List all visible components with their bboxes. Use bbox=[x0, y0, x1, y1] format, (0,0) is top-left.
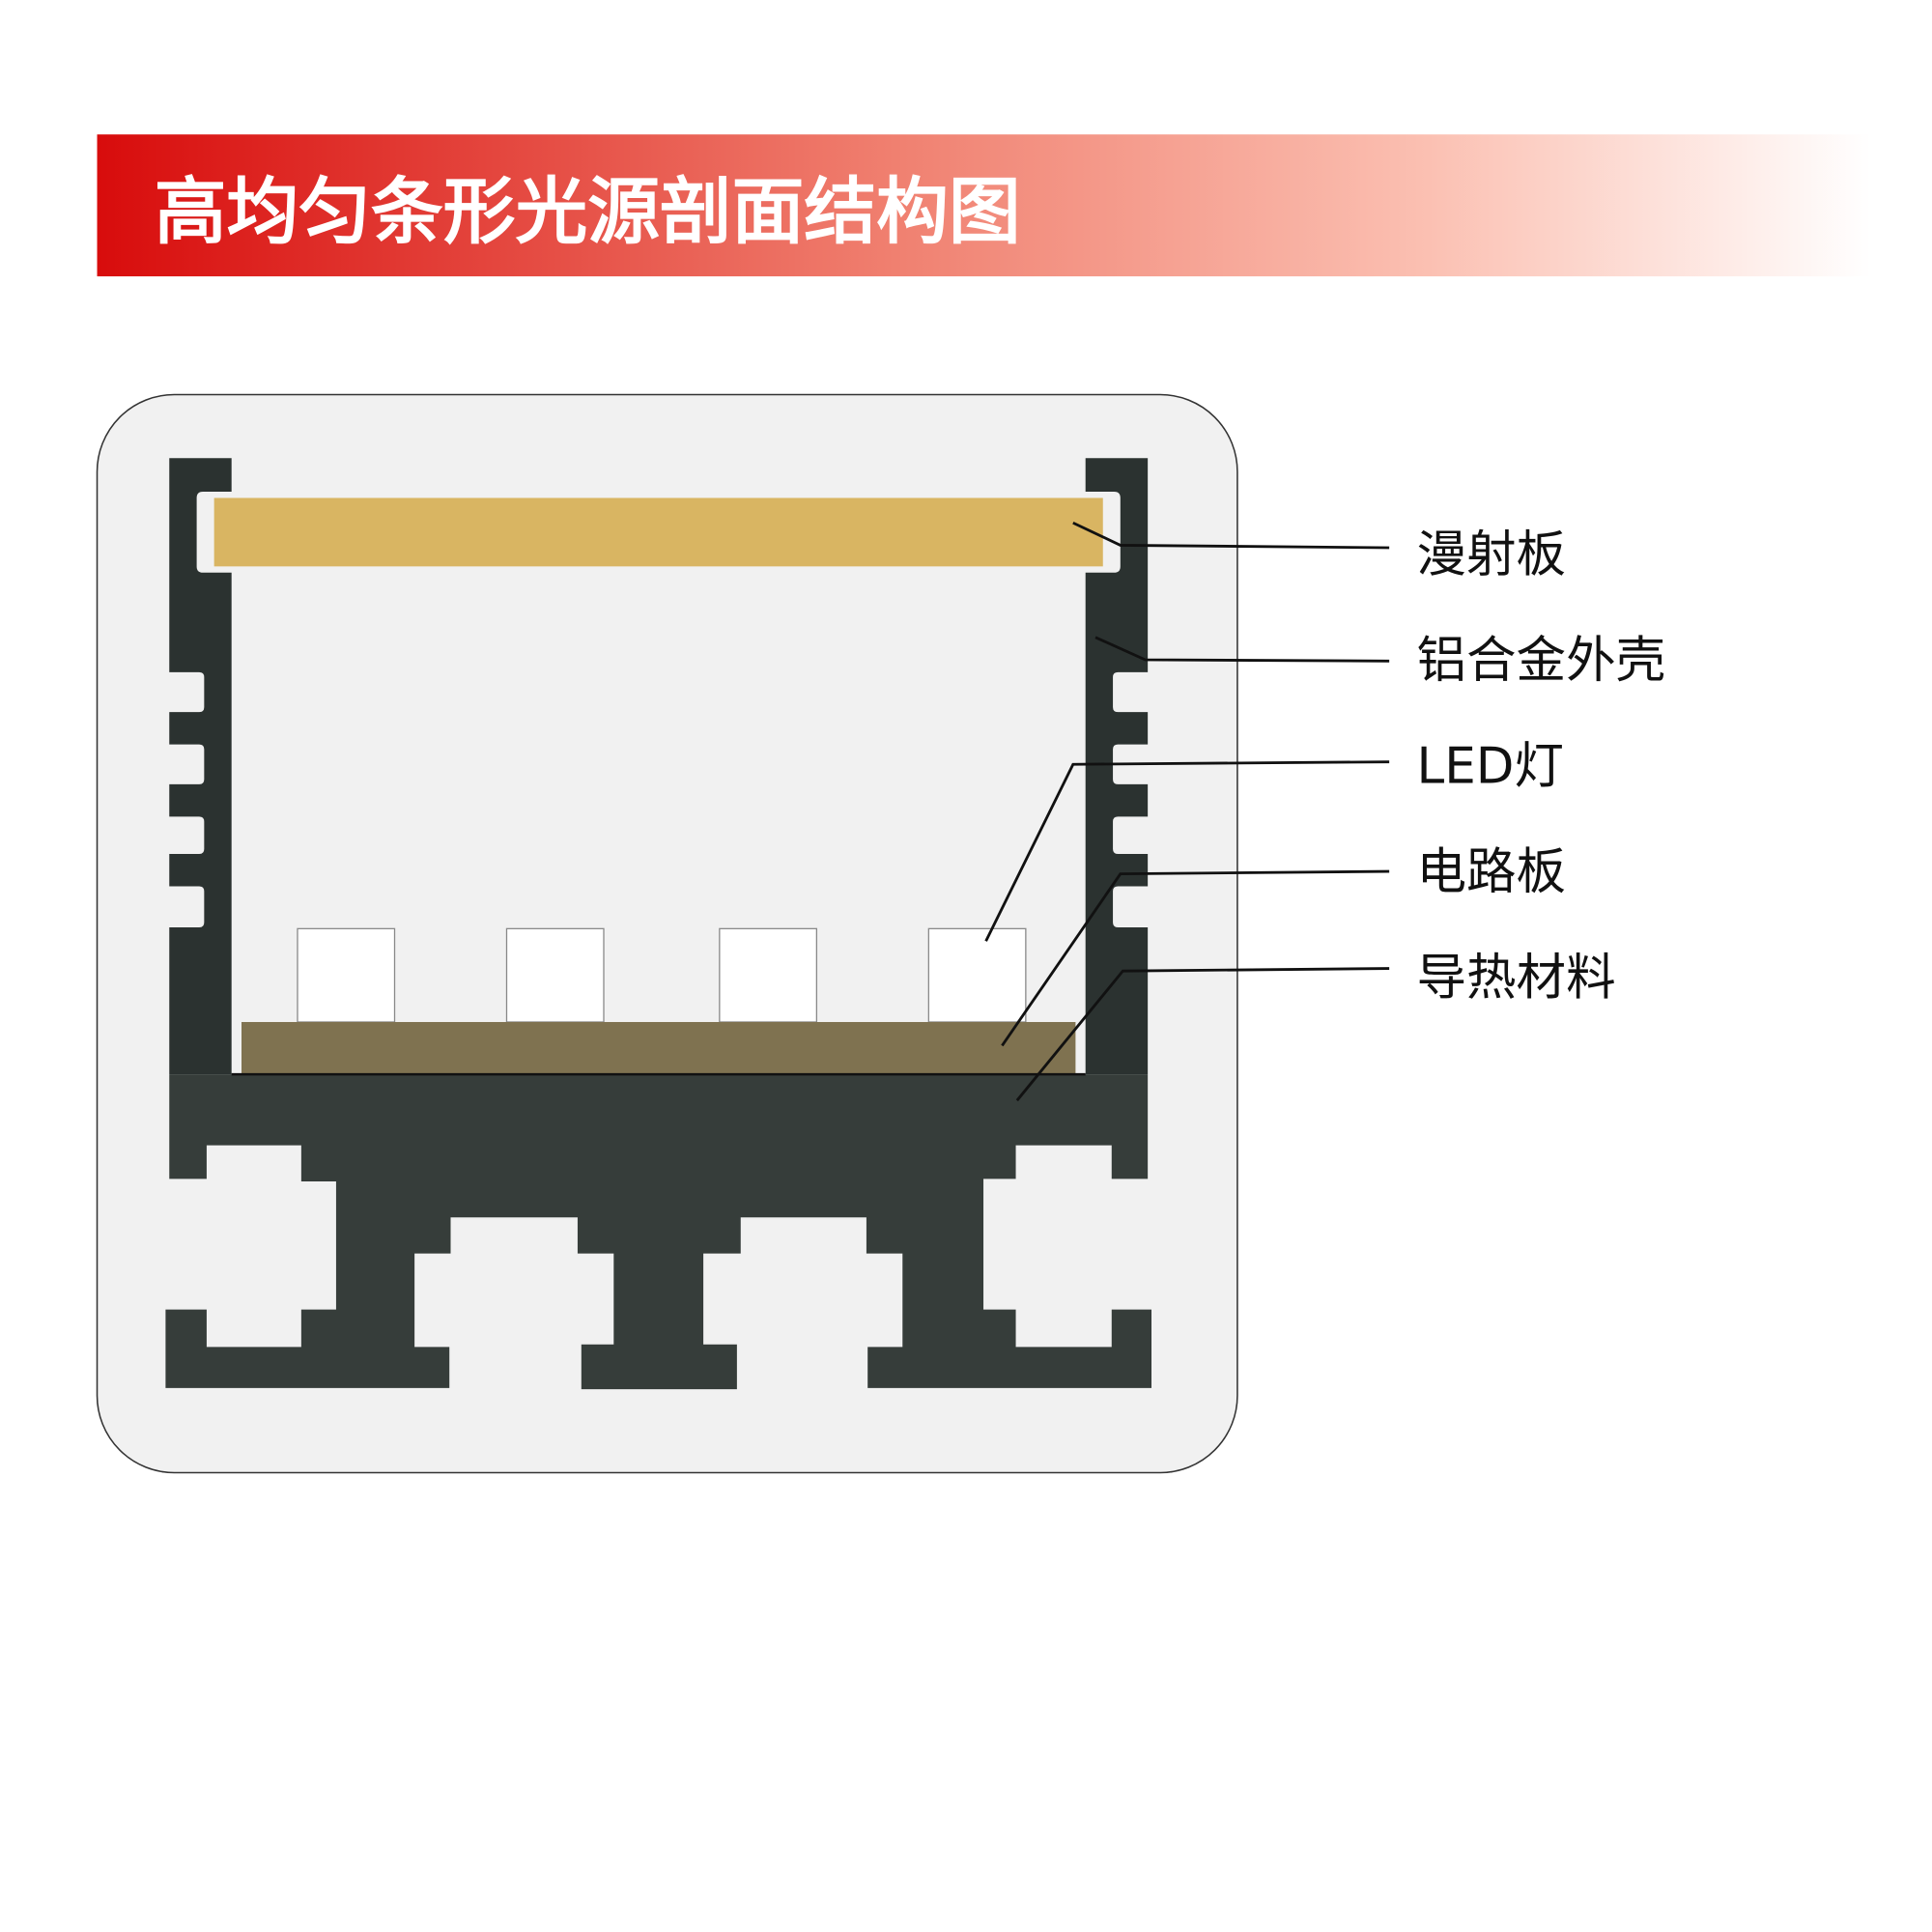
header-gradient-bar bbox=[97, 134, 1871, 277]
led-row bbox=[297, 927, 1027, 1023]
leader-housing bbox=[1094, 636, 1390, 663]
diffuser-plate bbox=[213, 497, 1103, 567]
leader-pcb bbox=[1001, 869, 1390, 1047]
led-chip bbox=[719, 927, 818, 1023]
housing-left-wall bbox=[169, 458, 232, 1075]
label-diffuser: 漫射板 bbox=[1416, 526, 1566, 583]
housing-base bbox=[165, 1074, 1152, 1390]
leader-lines bbox=[984, 521, 1390, 1102]
leader-diffuser bbox=[1072, 521, 1390, 550]
label-led: LED灯 bbox=[1416, 738, 1563, 796]
led-chip bbox=[927, 927, 1027, 1023]
led-chip bbox=[505, 927, 605, 1023]
housing-right-wall bbox=[1085, 458, 1149, 1075]
page-title: 高均匀条形光源剖面结构图 bbox=[155, 170, 1021, 254]
label-housing: 铝合金外壳 bbox=[1416, 632, 1665, 690]
header-banner: 高均匀条形光源剖面结构图 bbox=[97, 134, 1871, 277]
leader-thermal bbox=[1015, 967, 1390, 1102]
circuit-board bbox=[242, 1021, 1076, 1075]
label-pcb: 电路板 bbox=[1416, 843, 1566, 901]
label-thermal: 导热材料 bbox=[1416, 950, 1615, 1008]
labels: 漫射板 铝合金外壳 LED灯 电路板 导热材料 bbox=[1416, 526, 1665, 1007]
led-chip bbox=[297, 927, 396, 1023]
leader-led bbox=[984, 760, 1390, 942]
